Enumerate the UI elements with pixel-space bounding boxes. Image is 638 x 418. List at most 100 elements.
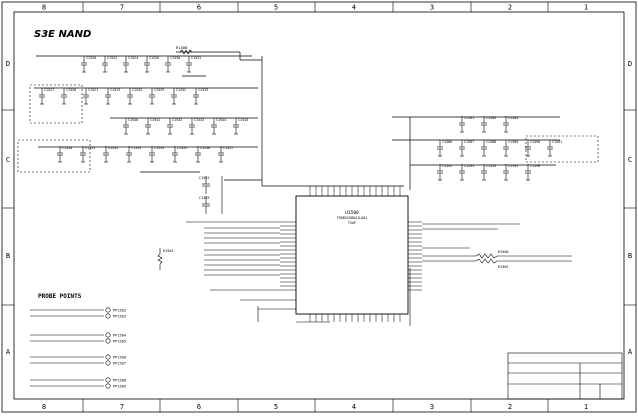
cap-label: C1553 [131, 146, 141, 150]
row-label: A [6, 348, 11, 356]
col-label: 2 [508, 403, 512, 411]
capacitor [80, 146, 86, 163]
cap-label: C1523 [110, 88, 120, 92]
cap-label: C1588 [486, 140, 496, 144]
resistor-label: R1562 [498, 265, 509, 269]
capacitor [186, 56, 192, 73]
col-label: 4 [352, 4, 356, 12]
capacitor [193, 88, 199, 105]
capacitor [127, 88, 133, 105]
col-label: 5 [274, 403, 278, 411]
capacitor [149, 146, 155, 163]
capacitor [195, 146, 201, 163]
ic-pin-lines [280, 221, 422, 322]
probe-point-list: PP1502PP1503PP1504PP1505PP1506PP1507PP15… [30, 307, 126, 389]
capacitor [481, 164, 487, 181]
col-label: 5 [274, 4, 278, 12]
probe-point-circle [105, 354, 111, 360]
probe-point-circle [105, 377, 111, 383]
capacitor [437, 140, 443, 157]
cap-label: C1532 [176, 88, 186, 92]
capacitor [481, 140, 487, 157]
row-label: C [6, 156, 10, 164]
probe-point-circle [105, 332, 111, 338]
capacitor [61, 88, 67, 105]
capacitor [149, 88, 155, 105]
capacitor [503, 164, 509, 181]
cap-label: C1557 [223, 146, 233, 150]
probe-point-label: PP1506 [113, 355, 126, 359]
dashed-groups [17, 84, 599, 173]
capacitor [459, 164, 465, 181]
capacitor [167, 118, 173, 135]
capacitor [503, 140, 509, 157]
column-zone-labels: 8 7 6 5 4 3 2 1 8 7 6 5 4 3 2 1 [42, 4, 588, 412]
row-label: A [628, 348, 633, 356]
capacitor [171, 88, 177, 105]
cap-label: C1590 [530, 140, 540, 144]
cap-label: C1543 [194, 118, 204, 122]
col-label: 8 [42, 4, 46, 12]
cap-label: C1550 [62, 146, 72, 150]
capacitor [83, 88, 89, 105]
cap-label: C1521 [88, 88, 98, 92]
resistor-r1501 [157, 248, 163, 270]
mid-cap-pair [202, 176, 223, 214]
probe-point-label: PP1503 [113, 314, 126, 318]
capacitor [123, 56, 129, 73]
cap-label: C1591 [552, 140, 562, 144]
probe-point-label: PP1505 [113, 339, 126, 343]
probe-point-label: PP1508 [113, 378, 126, 382]
capacitor [211, 118, 217, 135]
cap-label: C1526 [149, 56, 159, 60]
cap-label: C1533 [198, 88, 208, 92]
capacitor [39, 88, 45, 105]
capacitor [525, 140, 531, 157]
cap-label: C1595 [508, 164, 518, 168]
capacitor [525, 164, 531, 181]
cap-label: C1555 [177, 146, 187, 150]
col-label: 6 [197, 403, 201, 411]
cap-label: C1554 [154, 146, 164, 150]
cap-label: C1527 [44, 88, 54, 92]
resistor-label: R1500 [176, 45, 188, 50]
cap-label: C1594 [486, 164, 496, 168]
resistor-label: R1501 [163, 249, 174, 253]
capacitor [145, 118, 151, 135]
inner-border [13, 11, 625, 400]
cap-label: C1522 [107, 56, 117, 60]
resistor-r1500 [179, 49, 193, 55]
cap-label: C1540 [128, 118, 138, 122]
series-resistors [475, 253, 500, 264]
probe-point-circle [105, 313, 111, 319]
cap-label: C1585 [508, 116, 518, 120]
capacitor [103, 146, 109, 163]
cap-label: C1587 [464, 140, 474, 144]
cap-label: C1596 [530, 164, 540, 168]
row-label: C [628, 156, 632, 164]
capacitor [81, 56, 87, 73]
cap-label: C1531 [191, 56, 201, 60]
capacitor [189, 118, 195, 135]
capacitor [172, 146, 178, 163]
probe-point-label: PP1507 [113, 361, 126, 365]
capacitor [102, 56, 108, 73]
resistor-label: R1560 [498, 250, 509, 254]
row-label: D [6, 60, 10, 68]
power-wiring [34, 51, 560, 190]
col-label: 6 [197, 4, 201, 12]
capacitor [503, 116, 509, 133]
probe-point-label: PP1502 [113, 308, 126, 312]
col-label: 3 [430, 403, 434, 411]
row-label: B [628, 252, 632, 260]
cap-label: C1530 [170, 56, 180, 60]
row-label: D [628, 60, 632, 68]
nand-ic: U1500 THGBX2G8D4JLA01 TSOP [295, 195, 409, 315]
ic-package: TSOP [348, 221, 356, 225]
cap-label: C1581 [464, 116, 474, 120]
col-label: 2 [508, 4, 512, 12]
cap-label: C1520 [86, 56, 96, 60]
cap-label: C1592 [442, 164, 452, 168]
